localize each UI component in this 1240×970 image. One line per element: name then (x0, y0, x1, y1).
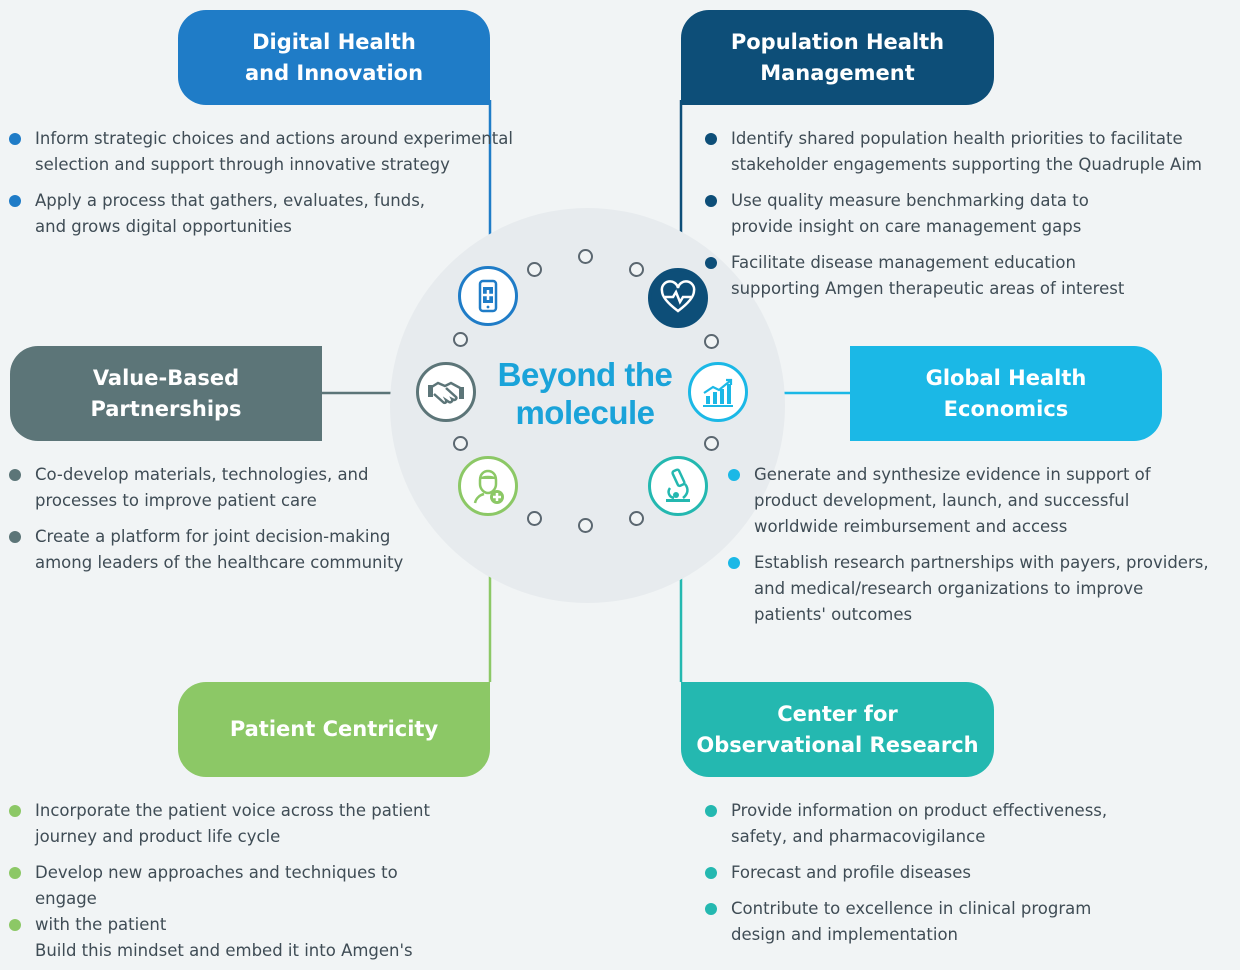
population-title-line1: Population Health (730, 29, 945, 54)
hub-title-line2: molecule (515, 394, 655, 431)
microscope-icon (648, 456, 708, 516)
ring-dot (629, 511, 644, 526)
ring-dot (453, 332, 468, 347)
ring-dot (453, 436, 468, 451)
population-bullets: Identify shared population health priori… (705, 126, 1240, 312)
smartphone-plus-icon (458, 266, 518, 326)
patient-title-line1: Patient Centricity (229, 717, 439, 741)
value-title-line1: Value-Based (92, 365, 240, 390)
ring-dot (527, 262, 542, 277)
research-title-line2: Observational Research (696, 732, 979, 757)
list-item: Identify shared population health priori… (705, 126, 1240, 178)
research-bullets: Provide information on product effective… (705, 798, 1185, 958)
patient-plus-icon (458, 456, 518, 516)
global-bullets: Generate and synthesize evidence in supp… (728, 462, 1240, 638)
patient-bullets: Incorporate the patient voice across the… (9, 798, 479, 964)
ring-dot (578, 249, 593, 264)
list-item: Inform strategic choices and actions aro… (9, 126, 569, 178)
digital-health-tab: Digital Health and Innovation (178, 10, 490, 105)
ring-dot (527, 511, 542, 526)
digital-title-line2: and Innovation (244, 60, 424, 85)
digital-bullets: Inform strategic choices and actions aro… (9, 126, 569, 250)
ring-dot (704, 334, 719, 349)
bar-chart-growth-icon (688, 362, 748, 422)
patient-centricity-tab: Patient Centricity (178, 682, 490, 777)
digital-title-line1: Digital Health (252, 29, 416, 54)
global-title-line2: Economics (943, 396, 1069, 421)
list-item: Use quality measure benchmarking data to… (705, 188, 1240, 240)
list-item: Apply a process that gathers, evaluates,… (9, 188, 569, 240)
ring-dot (578, 518, 593, 533)
list-item: Generate and synthesize evidence in supp… (728, 462, 1240, 540)
value-title-line2: Partnerships (90, 396, 242, 421)
global-title-line1: Global Health (925, 365, 1087, 390)
ring-dot (704, 436, 719, 451)
hub-title: Beyond the molecule (480, 356, 690, 432)
list-item: Establish research partnerships with pay… (728, 550, 1240, 628)
list-item: Contribute to excellence in clinical pro… (705, 896, 1185, 948)
research-title-line1: Center for (777, 701, 898, 726)
hub-title-line1: Beyond the (497, 356, 673, 393)
handshake-icon (416, 362, 476, 422)
population-title-line2: Management (760, 60, 915, 85)
list-item: Incorporate the patient voice across the… (9, 798, 479, 850)
list-item: Provide information on product effective… (705, 798, 1185, 850)
ring-dot (629, 262, 644, 277)
list-item: Forecast and profile diseases (705, 860, 1185, 886)
list-item: Create a platform for joint decision-mak… (9, 524, 449, 576)
heart-pulse-icon (648, 268, 708, 328)
list-item: Develop new approaches and techniques to… (9, 860, 479, 912)
